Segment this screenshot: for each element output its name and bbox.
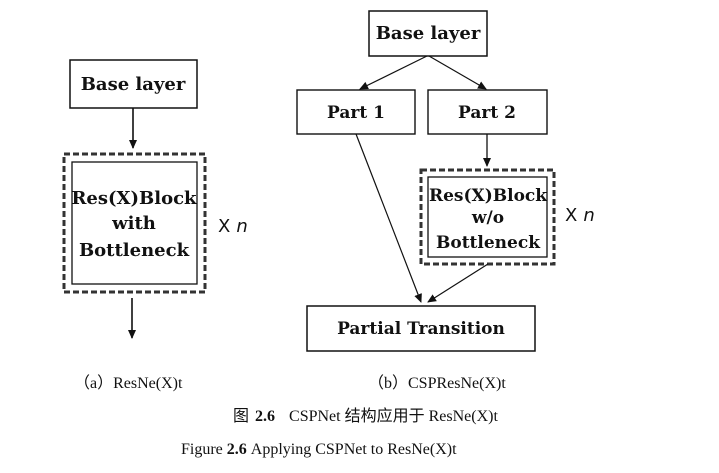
caption-en-text: Applying CSPNet to ResNe(X)t xyxy=(251,441,457,458)
right-arrow-base-to-part2 xyxy=(428,55,487,90)
part1-label: Part 1 xyxy=(327,103,385,123)
caption-cn-prefix: 图 xyxy=(233,408,249,425)
left-resblock-line2: with xyxy=(111,213,156,234)
part2-box xyxy=(427,89,548,135)
part1-box xyxy=(296,89,416,135)
right-arrow-base-to-part1 xyxy=(359,55,428,90)
left-repeat-x: X xyxy=(218,216,230,237)
right-repeat-n: n xyxy=(583,205,594,226)
left-resblock-line1: Res(X)Block xyxy=(71,188,197,209)
right-resblock-line1: Res(X)Block xyxy=(429,186,548,206)
caption-cn-number: 2.6 xyxy=(255,408,275,425)
right-resblock-line3: Bottleneck xyxy=(436,233,541,253)
right-arrow-part1-to-transition xyxy=(355,133,422,303)
left-resblock-line3: Bottleneck xyxy=(79,240,190,261)
right-base-layer-box xyxy=(368,10,488,57)
right-resblock-line2: w/o xyxy=(471,208,504,228)
right-resblock-box xyxy=(427,176,548,258)
left-base-layer-label: Base layer xyxy=(81,74,186,95)
part2-label: Part 2 xyxy=(458,103,516,123)
left-repeat-n: n xyxy=(236,216,247,237)
right-arrow-block-to-transition xyxy=(427,263,489,303)
caption-en-prefix: Figure xyxy=(181,441,223,458)
figure-caption-cn: 图 2.6 CSPNet 结构应用于 ResNe(X)t xyxy=(233,406,498,425)
caption-cn-text: CSPNet 结构应用于 ResNe(X)t xyxy=(289,406,498,425)
caption-en-number: 2.6 xyxy=(227,441,247,458)
left-subcaption: （a）ResNe(X)t xyxy=(74,374,183,392)
partial-transition-box xyxy=(306,305,536,352)
left-base-layer-box xyxy=(69,59,198,109)
left-repeat-dashed-frame xyxy=(62,152,207,294)
right-base-layer-label: Base layer xyxy=(376,23,481,44)
right-repeat-x: X xyxy=(565,205,577,226)
left-resblock-box xyxy=(71,161,198,285)
partial-transition-label: Partial Transition xyxy=(337,319,505,339)
right-subcaption: （b）CSPResNe(X)t xyxy=(368,374,506,392)
